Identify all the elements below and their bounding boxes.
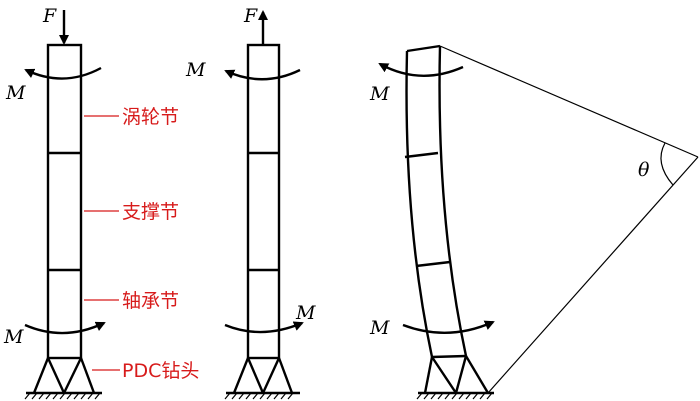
right-ground-hatch xyxy=(416,392,493,400)
middle-bit-leg-2 xyxy=(246,357,265,394)
middle-column: F M M xyxy=(185,5,316,400)
pdc-bit-label: PDC钻头 xyxy=(122,360,199,382)
right-angle-line-top xyxy=(439,45,699,158)
angle-arc xyxy=(660,142,674,186)
right-bottom-moment-label: M xyxy=(369,317,390,339)
left-top-moment-arrow xyxy=(24,66,102,80)
left-column: F M M xyxy=(3,5,106,400)
middle-bit-leg-4 xyxy=(277,357,294,394)
right-angle-line-bottom xyxy=(487,156,699,394)
right-tube-bottom xyxy=(431,354,467,359)
middle-bottom-moment-label: M xyxy=(295,302,316,324)
right-section-divider-1 xyxy=(404,151,439,159)
turbine-section-label: 涡轮节 xyxy=(122,106,179,128)
middle-top-moment-label: M xyxy=(185,59,206,81)
left-tube xyxy=(46,43,83,360)
right-top-moment-arrow xyxy=(378,62,464,77)
right-bit-leg-1 xyxy=(423,356,434,394)
bearing-section-label: 轴承节 xyxy=(122,290,179,312)
angle-label: θ xyxy=(638,159,650,181)
middle-ground-hatch xyxy=(224,392,294,400)
right-bit-leg-2 xyxy=(431,356,457,394)
left-top-moment-label: M xyxy=(5,82,26,104)
left-bit-leg-4 xyxy=(79,357,96,394)
right-tube-top xyxy=(406,44,441,53)
right-bit-leg-4 xyxy=(464,355,490,394)
right-bit-leg-3 xyxy=(454,355,468,394)
middle-bit-leg-3 xyxy=(261,357,281,394)
middle-bit-leg-1 xyxy=(232,357,250,394)
left-bit-leg-1 xyxy=(32,357,50,394)
left-ground-hatch xyxy=(24,392,101,400)
left-bottom-moment-label: M xyxy=(3,326,24,348)
middle-force-label: F xyxy=(243,5,258,27)
left-force-label: F xyxy=(42,5,57,27)
right-column: M M θ xyxy=(369,44,699,400)
section-annotations: 涡轮节 支撑节 轴承节 PDC钻头 xyxy=(84,106,199,382)
right-bottom-moment-arrow xyxy=(402,320,495,334)
middle-top-moment-arrow xyxy=(224,68,301,81)
left-bit-leg-2 xyxy=(46,357,66,394)
left-bottom-moment-arrow xyxy=(24,321,106,335)
middle-bottom-moment-arrow xyxy=(224,321,304,334)
support-section-label: 支撑节 xyxy=(122,201,179,223)
right-tube-left-wall xyxy=(405,50,434,358)
middle-tube xyxy=(246,43,281,360)
right-section-divider-2 xyxy=(415,260,451,268)
left-bit-leg-3 xyxy=(62,357,83,394)
right-top-moment-label: M xyxy=(369,83,390,105)
right-tube-right-wall xyxy=(438,45,468,357)
